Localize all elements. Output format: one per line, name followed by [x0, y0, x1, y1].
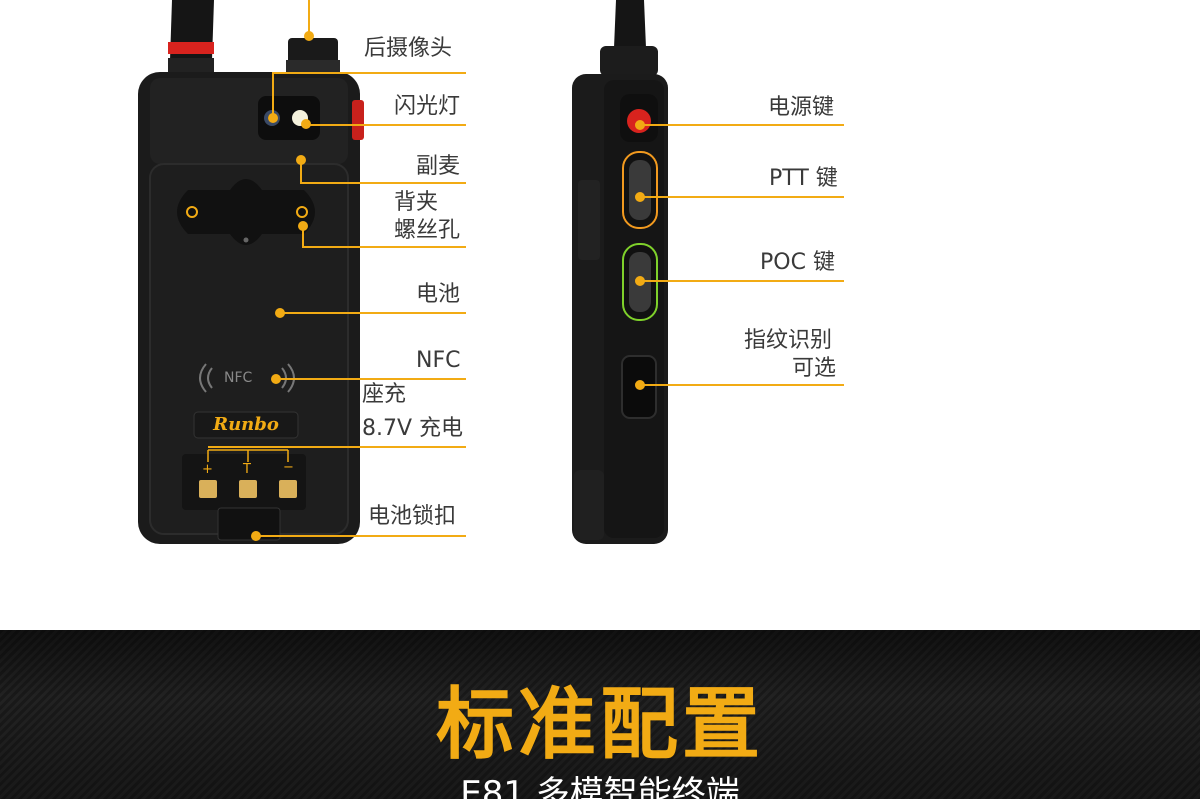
leader-camera-v	[272, 72, 274, 118]
standard-config-banner: 标准配置 E81 多模智能终端	[0, 630, 1200, 799]
section-title: 标准配置	[435, 680, 764, 770]
leader-nfc	[276, 378, 466, 380]
label-power-key: 电源键	[768, 95, 835, 120]
label-fingerprint-2: 可选	[792, 356, 837, 381]
leader-dot	[271, 374, 281, 384]
leader-dot	[635, 120, 645, 130]
leader-dot	[304, 31, 314, 41]
device-back-icon	[138, 0, 364, 544]
leader-top	[308, 0, 310, 36]
leader-clip-v	[302, 226, 304, 246]
leader-dot	[635, 380, 645, 390]
leader-fingerprint	[640, 384, 844, 386]
device-brand: Runbo	[213, 414, 279, 435]
leader-battery	[280, 312, 466, 314]
leader-dot	[251, 531, 261, 541]
leader-flash	[306, 124, 466, 126]
product-diagram: Runbo NFC + T − 后摄像头 闪光灯 副麦 背夹 螺丝孔 电池 NF…	[138, 0, 844, 544]
label-poc-key: POC 键	[760, 250, 835, 275]
leader-charge	[208, 446, 466, 448]
leader-dot	[301, 119, 311, 129]
label-back-clip-1: 背夹	[394, 190, 439, 215]
leader-camera	[272, 72, 466, 74]
leader-mic-v	[300, 160, 302, 182]
label-sub-mic: 副麦	[416, 154, 461, 179]
leader-dot	[635, 192, 645, 202]
label-fingerprint-1: 指纹识别	[744, 328, 833, 353]
contact-plus: +	[202, 462, 213, 477]
label-ptt-key: PTT 键	[769, 166, 838, 191]
leader-clip	[302, 246, 466, 248]
label-flash: 闪光灯	[394, 94, 461, 119]
leader-poc	[640, 280, 844, 282]
leader-ptt	[640, 196, 844, 198]
label-battery: 电池	[416, 282, 461, 307]
leader-power	[640, 124, 844, 126]
leader-latch	[256, 535, 466, 537]
device-nfc-mark: NFC	[224, 370, 253, 386]
label-back-clip-2: 螺丝孔	[394, 218, 461, 243]
device-side-icon	[572, 0, 668, 544]
leader-dot	[296, 155, 306, 165]
label-rear-camera: 后摄像头	[364, 36, 453, 61]
leader-dot	[275, 308, 285, 318]
label-battery-latch: 电池锁扣	[368, 504, 457, 529]
label-charge-1: 座充	[362, 382, 407, 407]
banner-shade	[0, 630, 1200, 799]
section-subtitle: E81 多模智能终端	[460, 774, 740, 799]
leader-mic	[300, 182, 466, 184]
contact-t: T	[243, 462, 251, 477]
leader-dot	[635, 276, 645, 286]
leader-dot	[298, 221, 308, 231]
label-charge-2: 8.7V 充电	[362, 416, 464, 441]
contact-minus: −	[283, 460, 294, 475]
label-nfc: NFC	[416, 348, 461, 373]
leader-dot	[268, 113, 278, 123]
